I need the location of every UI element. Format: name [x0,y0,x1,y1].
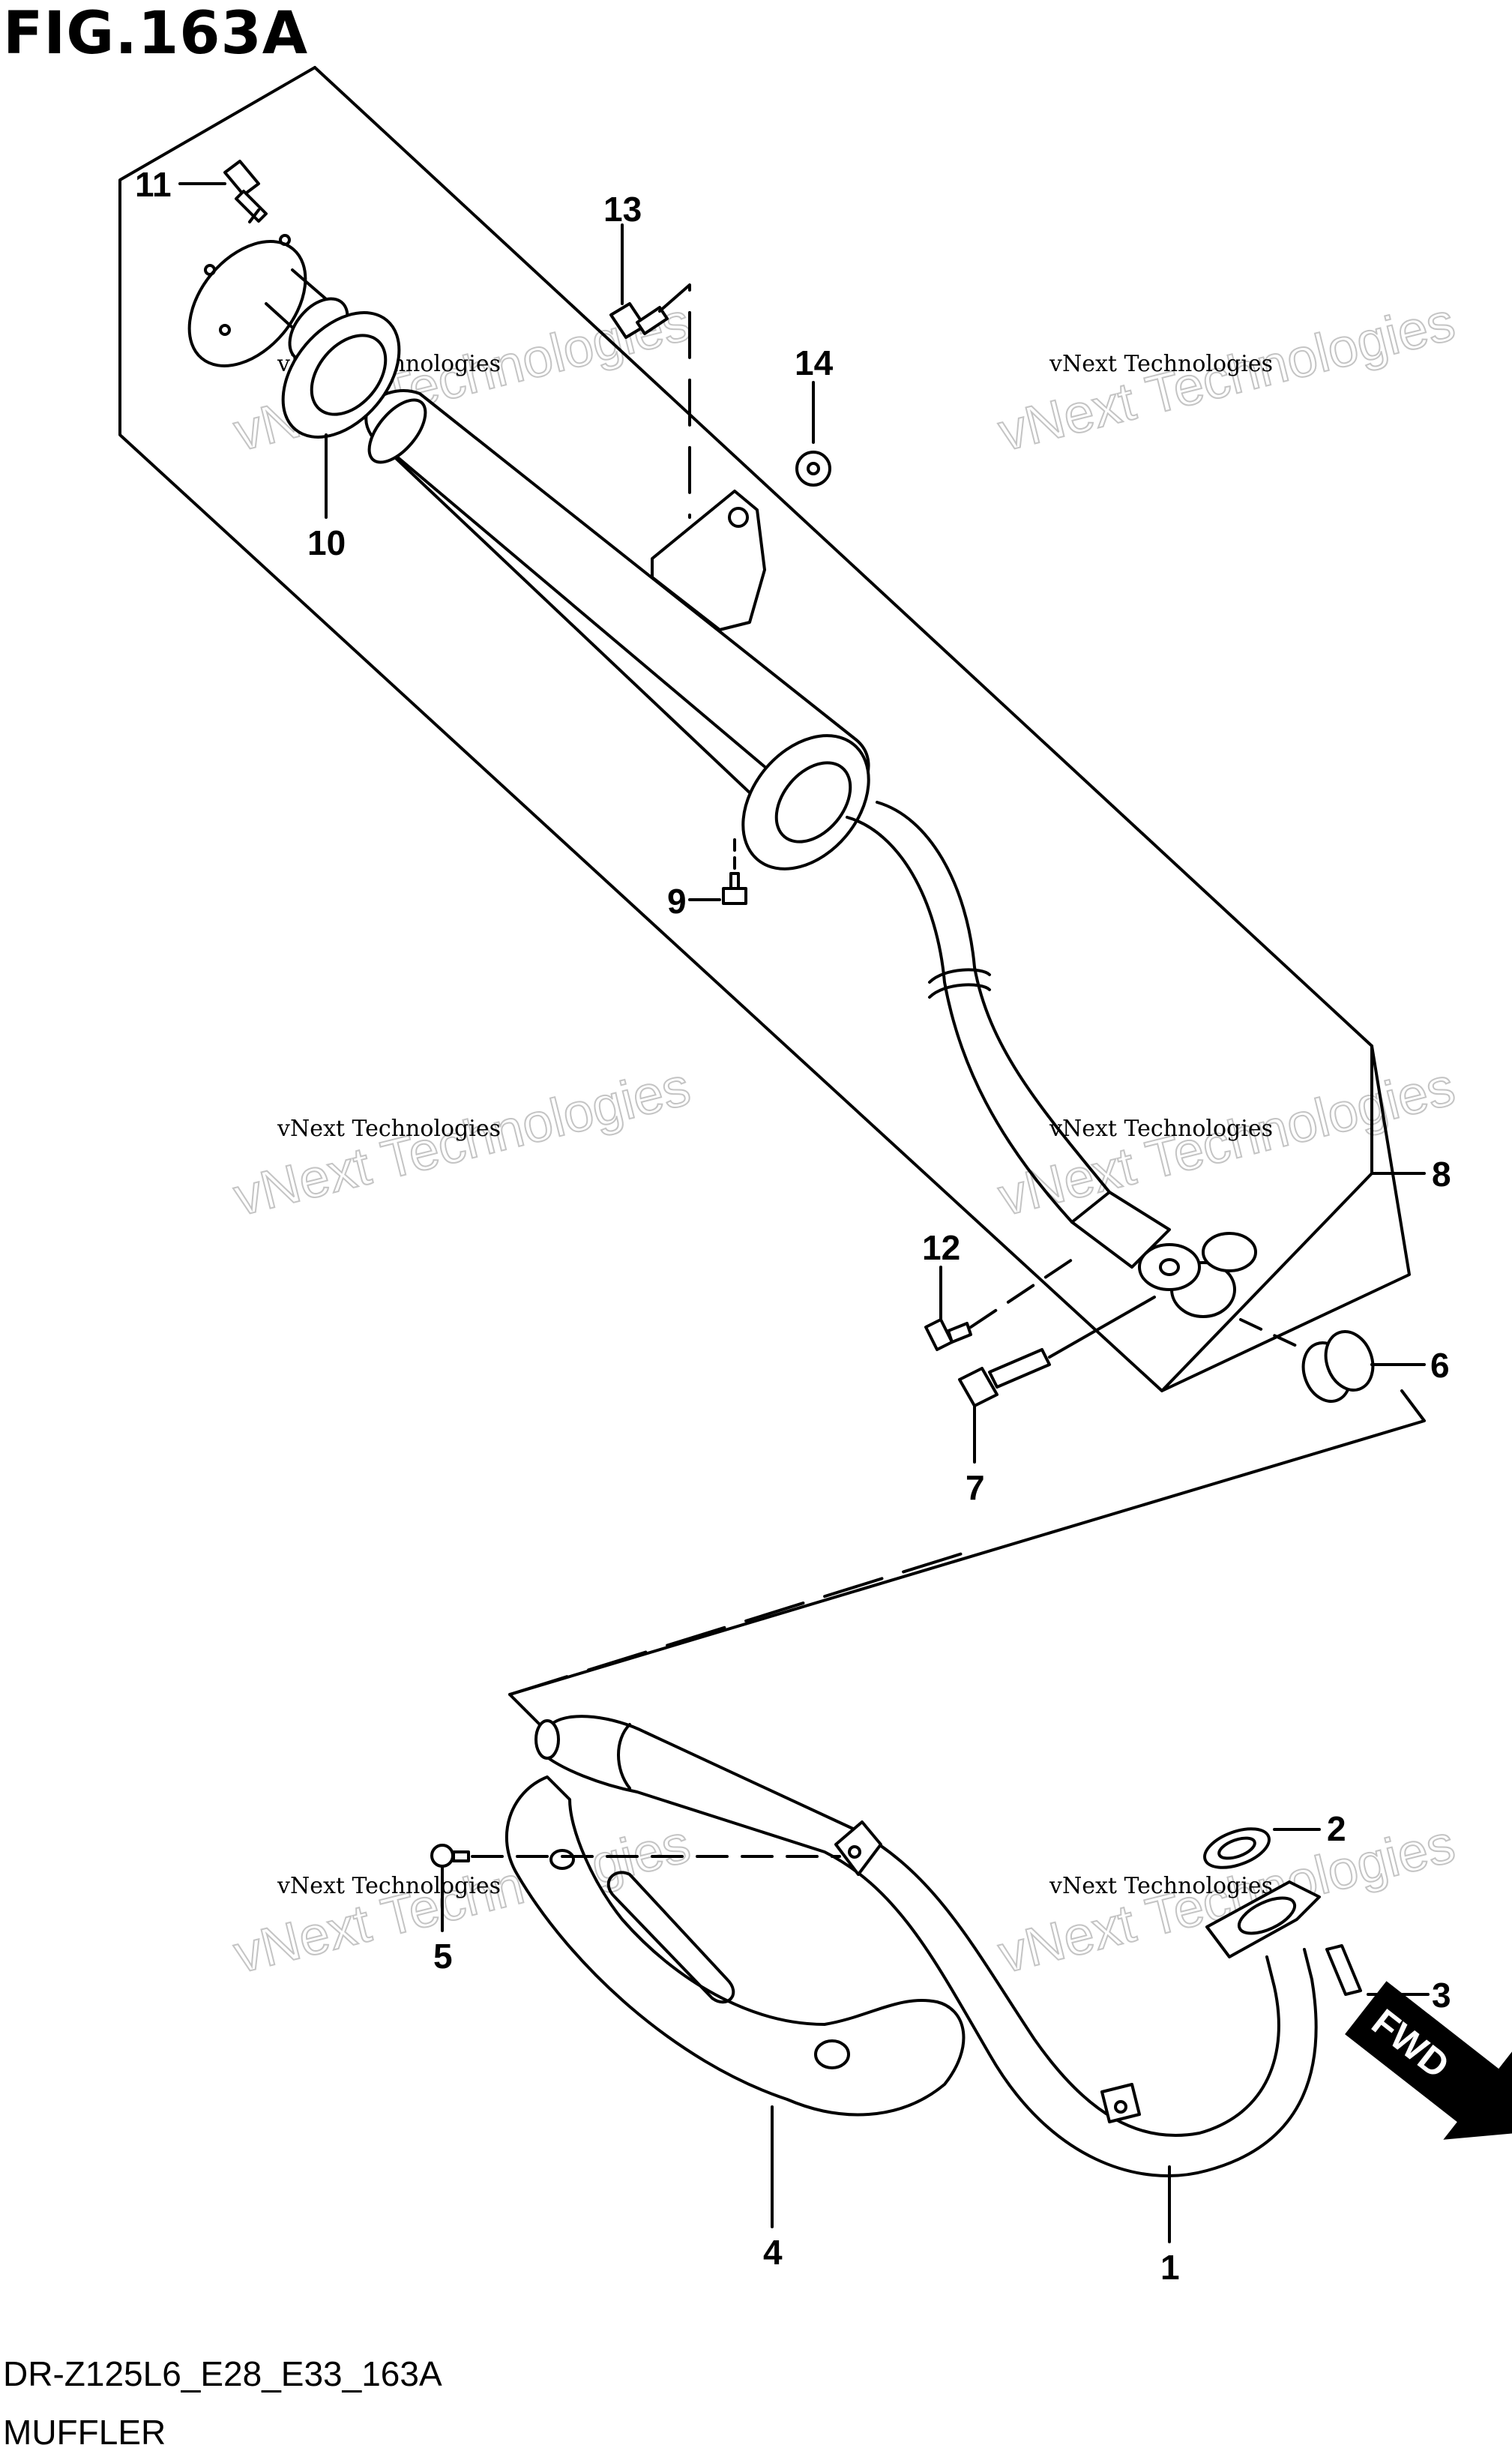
callout-12: 12 [922,1228,960,1267]
watermark-small: vNext Technologies [277,1116,501,1142]
pipe-bracket [834,1820,1141,2123]
watermark-small: vNext Technologies [277,1873,501,1899]
mounting-nut [795,451,831,487]
bolt-7-axis [1048,1296,1156,1359]
bracket-bolt [924,1318,972,1351]
callout-labels: 1 2 3 4 5 6 7 8 9 10 11 12 13 14 [135,165,1451,2287]
muffler-hanger-bracket [651,490,766,631]
callout-5: 5 [433,1937,453,1976]
muffler-inlet-pipe [846,801,1111,1224]
watermark-small: vNext Technologies [1049,1116,1273,1142]
callout-14: 14 [795,343,834,382]
heat-protector [505,1775,966,2117]
end-cap-bolt [223,160,268,223]
pipe-reference-corner [508,1693,541,1726]
muffler-joint [1070,1191,1257,1318]
callout-7: 7 [966,1468,985,1507]
joint-cushion [1301,1330,1375,1403]
figure-code: DR-Z125L6_E28_E33_163A [3,2354,442,2393]
gasket [1203,1827,1271,1869]
assembly-bracket-top-edge [313,66,1373,1047]
watermark-group: vNext Technologies vNext Technologies vN… [227,291,1461,1985]
watermark-small: vNext Technologies [1049,351,1273,377]
watermark-large: vNext Technologies [993,292,1460,463]
bolt-12-axis [969,1258,1073,1329]
drain-screw [722,872,747,905]
figure-name: MUFFLER [3,2413,166,2452]
protector-screw [430,1844,470,1868]
clamp-bolt [958,1348,1051,1407]
watermark-small: vNext Technologies [1049,1873,1273,1899]
callout-11: 11 [135,165,172,204]
callout-4: 4 [763,2233,783,2272]
figure-title: FIG.163A [3,0,309,67]
exhaust-flange [1205,1880,1321,1958]
callout-2: 2 [1327,1809,1346,1848]
watermark-large: vNext Technologies [228,1056,696,1227]
callout-6: 6 [1430,1346,1450,1385]
callout-1: 1 [1160,2248,1180,2287]
muffler-body [364,389,870,870]
bolt-13-axis [658,283,691,519]
exhaust-pipe [534,1715,1318,2177]
bolt-11-axis [246,208,260,226]
end-cap-gasket [281,311,401,439]
stud-bolt [1325,1944,1362,1996]
mounting-bolt [609,302,669,339]
callout-3: 3 [1432,1976,1451,2015]
watermark-large: vNext Technologies [993,1056,1460,1227]
assembly-bracket-outline [118,66,1411,1392]
callout-10: 10 [307,523,346,562]
callout-9: 9 [667,882,687,921]
joint-reference-line [508,1389,1426,1696]
callout-8: 8 [1432,1155,1451,1194]
cushion-axis [1239,1318,1306,1351]
callout-13: 13 [603,190,642,229]
